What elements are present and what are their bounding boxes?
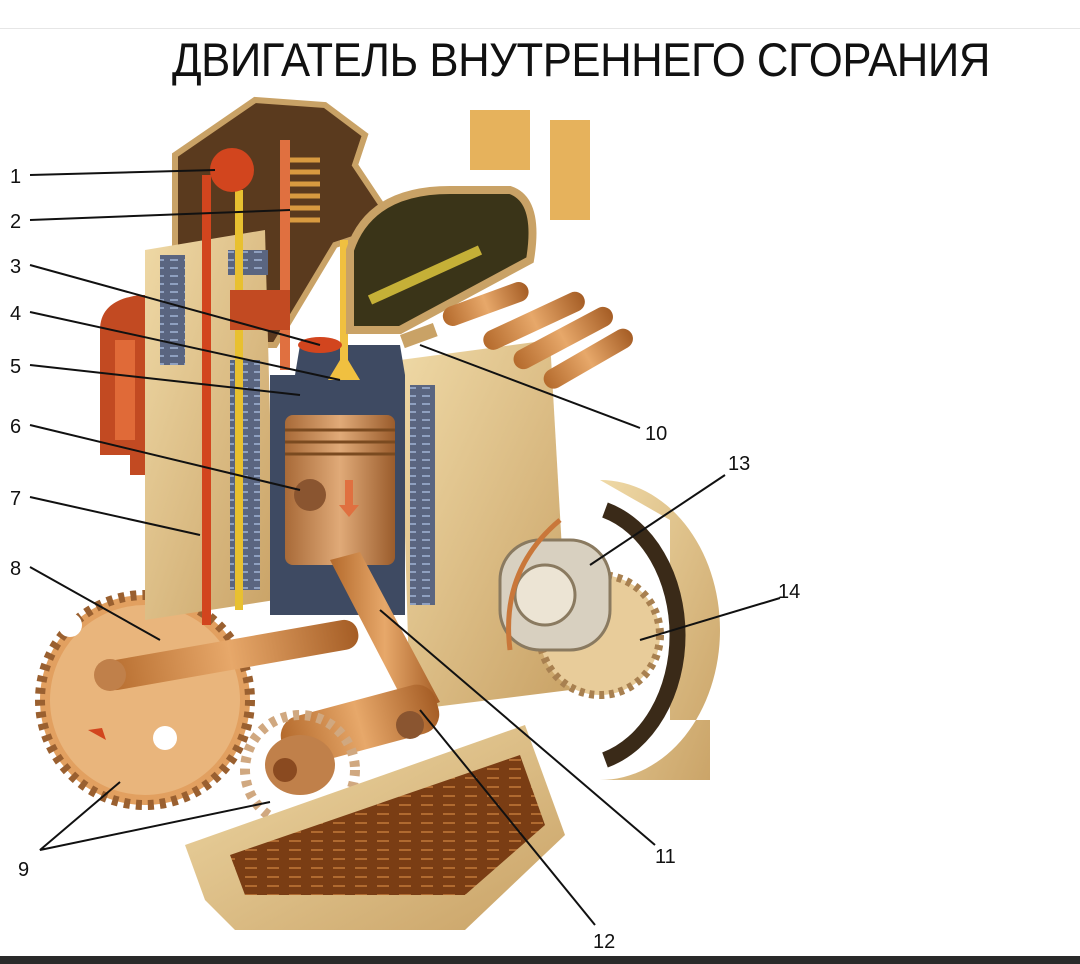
connecting-rod [330,552,440,714]
rocker-arm [210,148,254,192]
callout-leader-lines [29,169,781,926]
top-divider [0,28,1080,29]
bottom-bar [0,956,1080,964]
spark-plug [399,323,438,349]
crankshaft [265,684,440,795]
callout-10: 10 [645,423,667,445]
callout-8: 8 [10,558,21,580]
callout-11: 11 [655,846,676,868]
callout-3: 3 [10,256,21,278]
diagram-title: ДВИГАТЕЛЬ ВНУТРЕННЕГО СГОРАНИЯ [172,33,990,86]
exhaust-port [346,186,537,334]
valve-spring [290,157,320,223]
callout-14: 14 [778,581,800,603]
callout-1: 1 [10,166,21,188]
piston [285,415,395,565]
callout-2: 2 [10,211,21,233]
camshaft-gear [35,590,255,810]
callout-13: 13 [728,453,750,475]
callout-6: 6 [10,416,21,438]
callout-9: 9 [18,859,29,881]
callout-7: 7 [10,488,21,510]
camshaft [94,619,359,691]
callout-5: 5 [10,356,21,378]
pushrod [202,175,211,625]
timing-gear-housing [600,480,720,780]
fuel-pump [498,518,612,652]
callout-12: 12 [593,931,615,953]
callout-4: 4 [10,303,21,325]
valve [328,240,360,380]
ignition-wires [442,110,633,389]
